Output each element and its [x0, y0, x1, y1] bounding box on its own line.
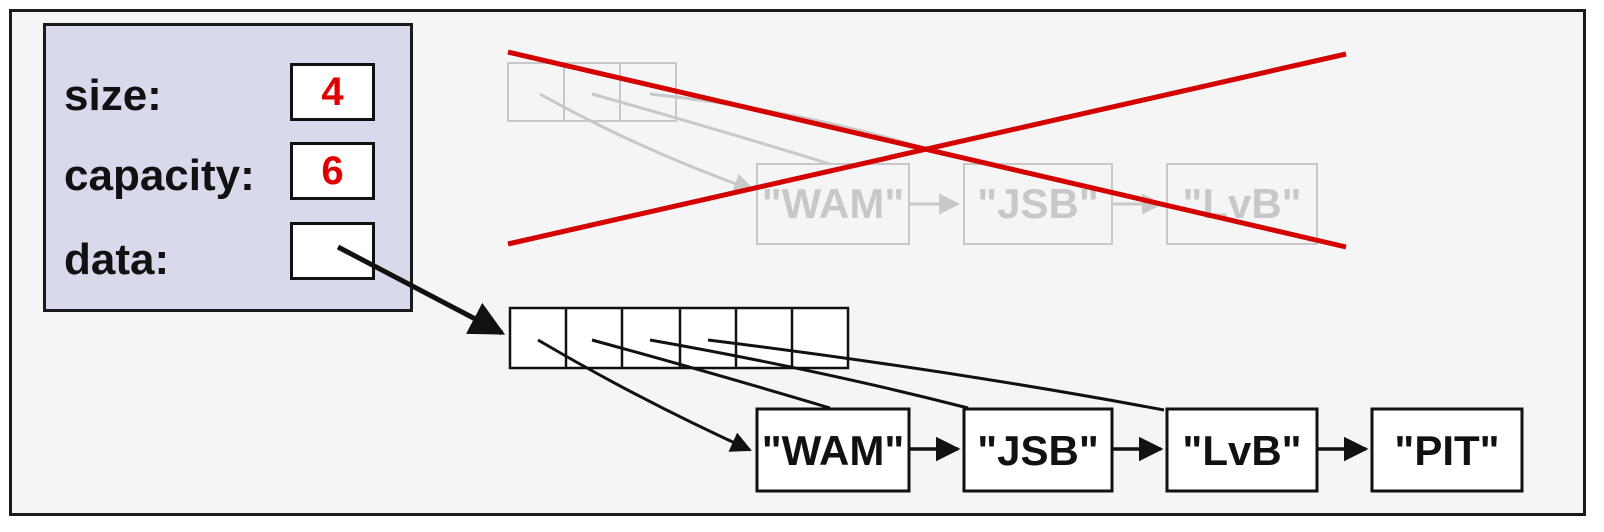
size-value: 4	[290, 63, 375, 121]
capacity-label: capacity:	[64, 151, 255, 200]
data-pointer-box	[290, 222, 375, 280]
size-label: size:	[64, 71, 162, 120]
string-box	[962, 407, 1114, 493]
string-label: "PIT"	[1394, 427, 1499, 474]
data-pointer-arrow	[336, 244, 506, 336]
cross-out-mark	[507, 49, 1347, 250]
old-pointer-arrow	[591, 92, 831, 166]
new-pointers	[537, 338, 1165, 452]
new-array	[508, 306, 850, 370]
new-pointer-arrow	[537, 338, 752, 452]
string-label: "WAM"	[762, 427, 904, 474]
data-label: data:	[64, 235, 170, 284]
new-pointer-arrow	[649, 338, 969, 410]
old-string-label: "WAM"	[762, 180, 904, 227]
new-pointer-arrow	[591, 338, 831, 410]
string-box	[1370, 407, 1524, 493]
old-strings: "WAM" "JSB" "LvB"	[756, 163, 1318, 245]
old-string-label: "LvB"	[1182, 180, 1301, 227]
capacity-value: 6	[290, 142, 375, 200]
string-label: "LvB"	[1182, 427, 1301, 474]
cross-out-line	[507, 51, 1347, 247]
string-box	[755, 407, 911, 493]
new-strings: "WAM" "JSB" "LvB" "PIT"	[755, 407, 1524, 493]
old-pointer-arrow	[539, 92, 755, 194]
string-label: "JSB"	[977, 427, 1099, 474]
old-string-label: "JSB"	[977, 180, 1099, 227]
old-pointers	[539, 92, 931, 194]
string-box	[1165, 407, 1319, 493]
new-pointer-arrow	[707, 338, 1165, 412]
